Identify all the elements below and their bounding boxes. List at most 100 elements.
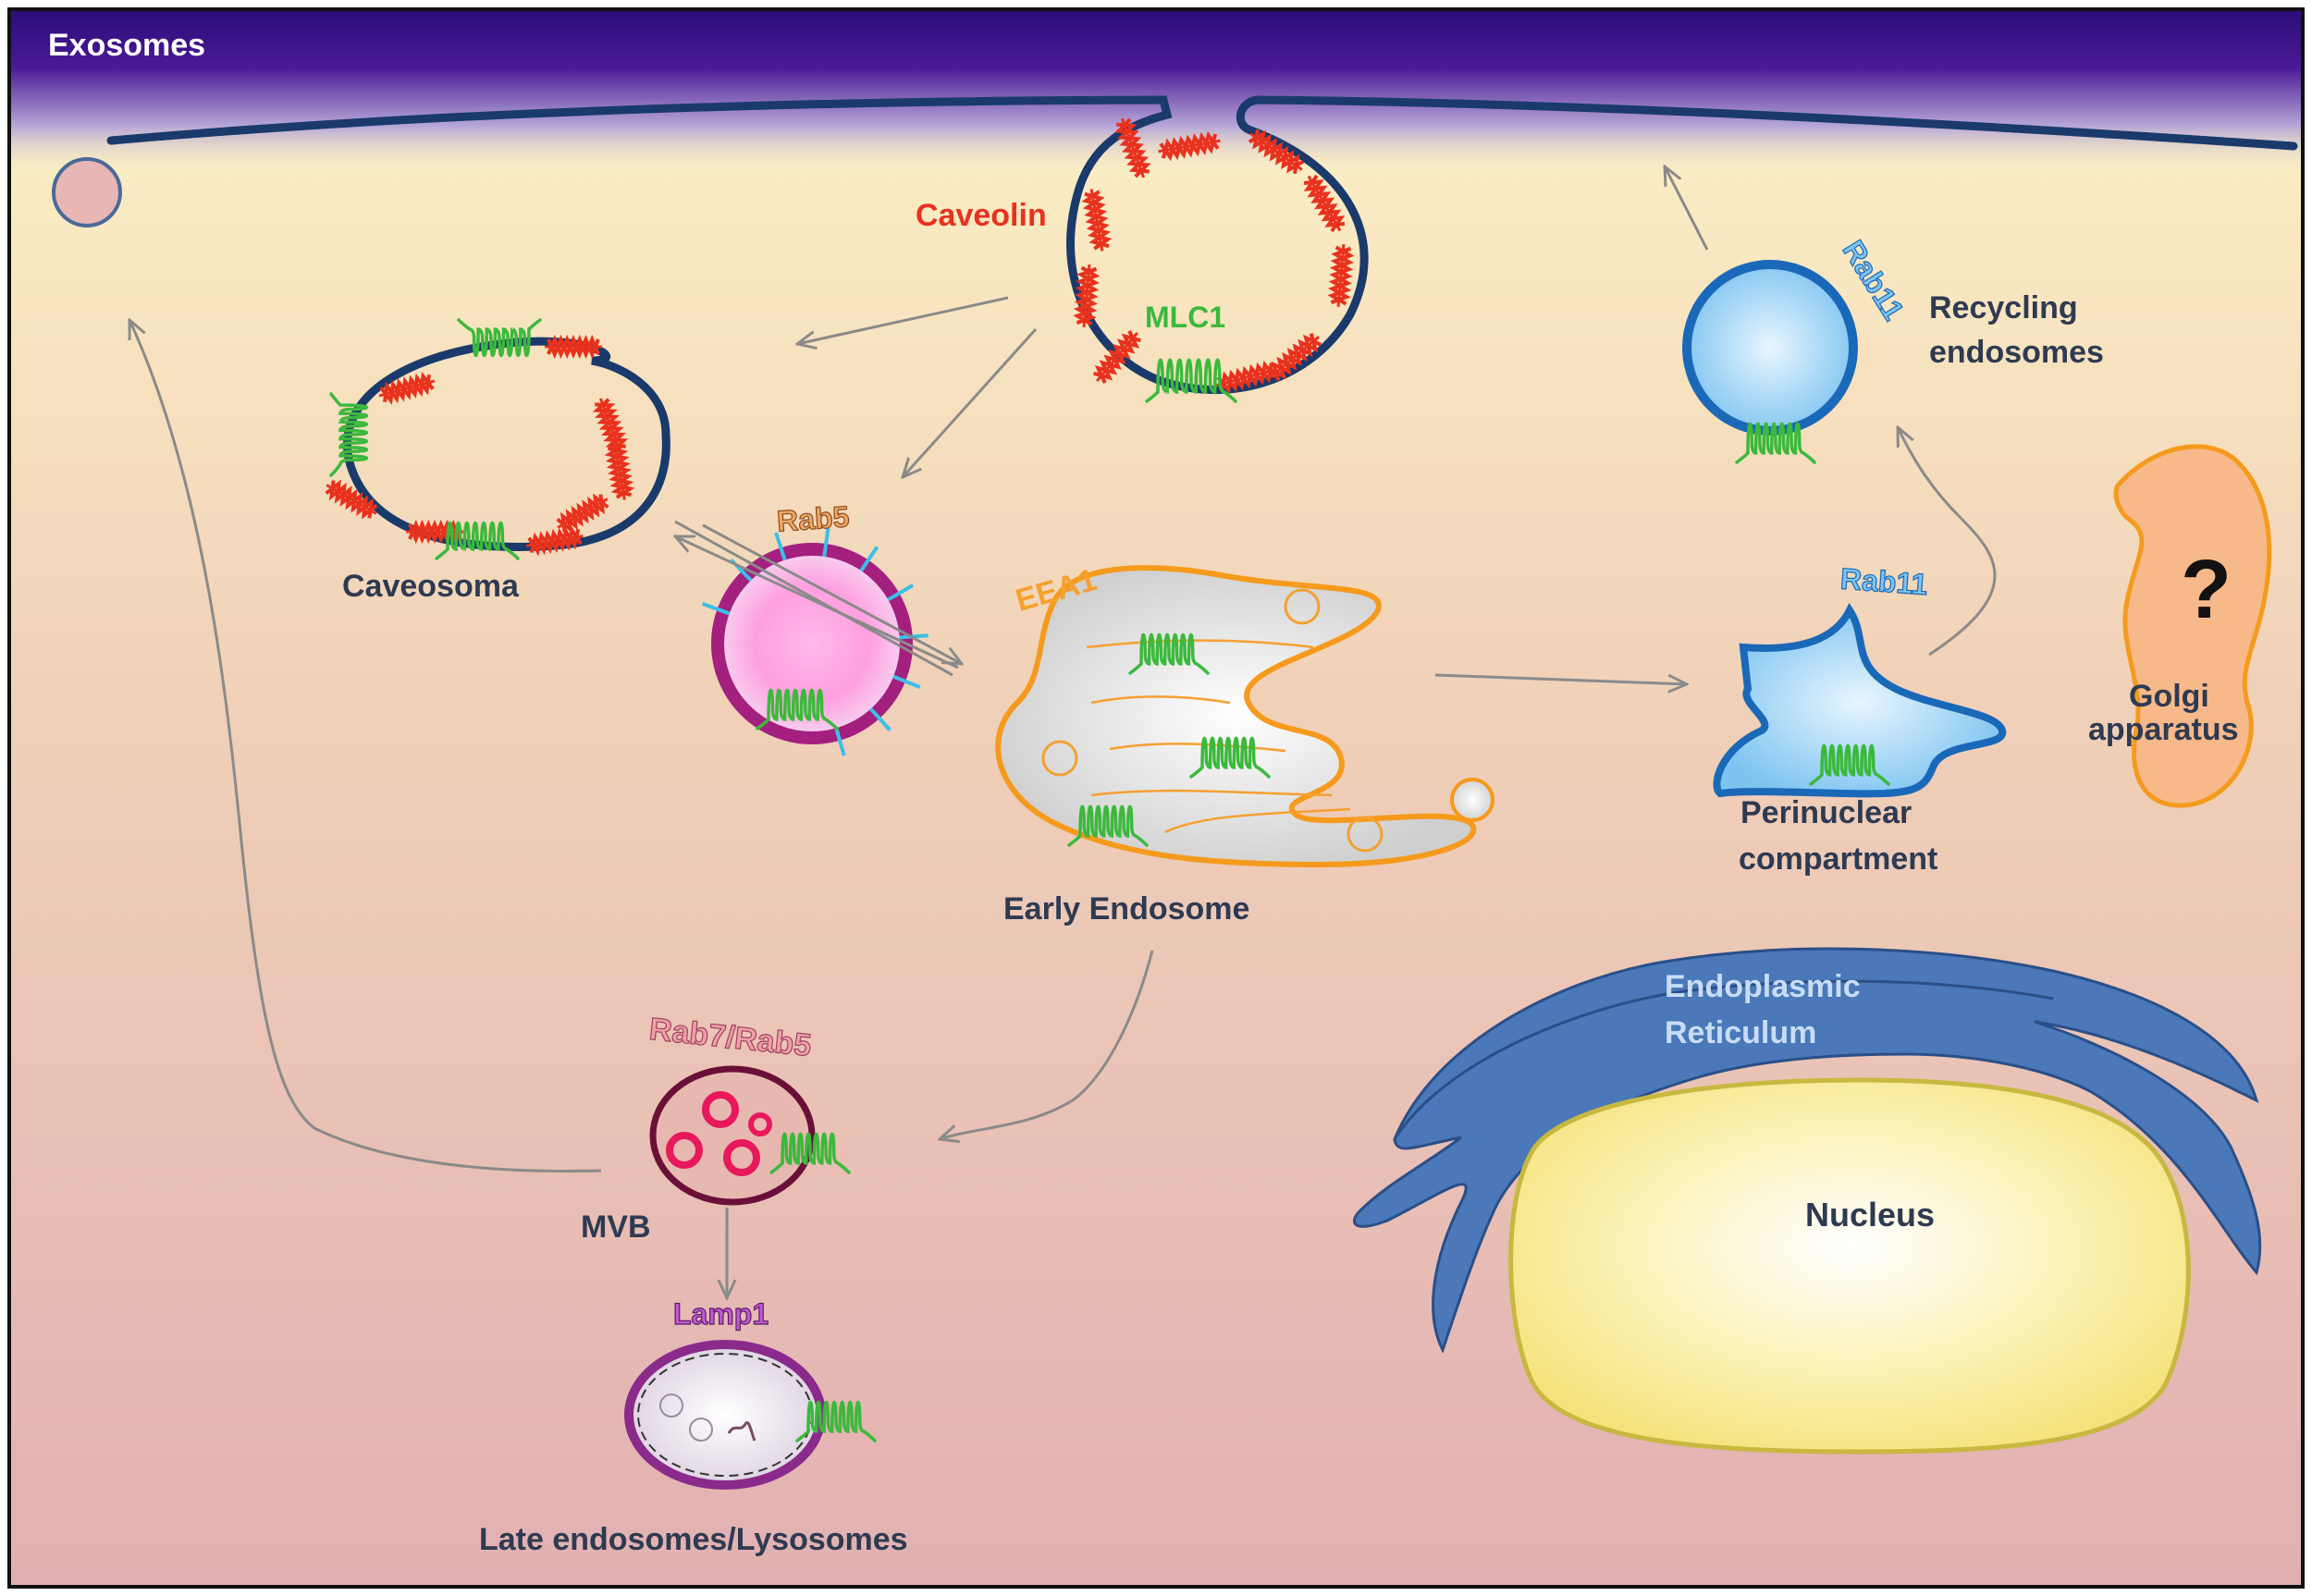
caveolin-mark xyxy=(526,525,584,557)
arrow-invagination-to-rab5 xyxy=(903,327,1038,477)
er-label-line1: Endoplasmic xyxy=(1665,969,1861,1004)
rab5-spike xyxy=(887,583,915,602)
mvb-intraluminal-vesicle-3 xyxy=(723,1139,760,1176)
caveosoma-mlc1-proteins xyxy=(329,318,542,560)
arrow-perinuclear-to-recycling xyxy=(1898,427,1997,657)
er-label-line2: Reticulum xyxy=(1665,1015,1816,1050)
mvb-intraluminal-vesicle-2 xyxy=(666,1132,703,1169)
caveolin-mark xyxy=(1093,330,1141,384)
arrow-mvb-to-exosome-release xyxy=(129,320,602,1172)
mlc1-coil xyxy=(1809,743,1890,786)
nucleus-label: Nucleus xyxy=(1805,1196,1935,1234)
mvb-mlc1-protein xyxy=(769,1132,851,1174)
late-endosomes-label: Late endosomes/Lysosomes xyxy=(479,1522,908,1557)
early-endosome-internal-tubules xyxy=(1086,639,1351,834)
caveolin-mark xyxy=(325,479,378,520)
caveolin-mark xyxy=(378,372,436,405)
mlc1-coil xyxy=(1067,804,1149,847)
lamp1-label: Lamp1 xyxy=(673,1297,769,1331)
arrow-caveosoma-to-early-endosome xyxy=(702,523,962,664)
caveosoma-caveolin-marks xyxy=(325,334,635,557)
frame-border xyxy=(7,7,2305,1589)
rab5-label: Rab5 xyxy=(776,499,851,537)
mvb-intraluminal-vesicle-1 xyxy=(702,1091,739,1128)
mlc1-protein-invagination xyxy=(1145,358,1237,403)
rab5-mlc1-protein xyxy=(756,688,839,730)
caveolin-mark xyxy=(545,334,602,360)
caveolin-mark xyxy=(1081,189,1113,252)
endosome-vesicle-2 xyxy=(1041,740,1078,777)
lysosome-mlc1-protein xyxy=(795,1400,877,1443)
golgi-label-line2: apparatus xyxy=(2088,712,2239,747)
arrow-caveosoma-rab5-forward xyxy=(674,520,953,677)
rab5-spike xyxy=(859,546,879,572)
mvb-intraluminal-vesicle-4 xyxy=(748,1112,772,1136)
nucleus xyxy=(1508,1077,2191,1455)
arrow-rab5-to-caveosoma xyxy=(675,536,959,669)
rab11-perinuclear-label: Rab11 xyxy=(1839,562,1929,601)
early-endosome xyxy=(995,565,1477,868)
endosome-vesicle-3 xyxy=(1347,816,1384,853)
er-upper-sheet xyxy=(1393,979,2054,1140)
mlc1-coil xyxy=(457,318,542,358)
mlc1-label: MLC1 xyxy=(1145,301,1225,334)
caveolin-mark xyxy=(604,443,635,500)
pathway-arrows xyxy=(129,166,1997,1298)
late-endosome-lysosome xyxy=(624,1340,826,1490)
recycling-label-line1: Recycling xyxy=(1929,290,2078,325)
mlc1-coil xyxy=(756,688,839,730)
mlc1-coil xyxy=(795,1400,877,1443)
caveolin-mark xyxy=(1248,129,1305,175)
lysosome-content-3 xyxy=(727,1421,756,1442)
caveolin-mark xyxy=(1114,117,1151,178)
mlc1-coil xyxy=(769,1132,851,1174)
perinuclear-label-line1: Perinuclear xyxy=(1740,795,1912,830)
lysosome-content-2 xyxy=(689,1418,713,1442)
caveolin-mark xyxy=(1158,130,1221,162)
endosome-bud xyxy=(1450,778,1494,822)
recycling-endosome-mlc1-protein xyxy=(1735,422,1816,464)
rab5-spike xyxy=(834,727,846,756)
arrow-early-to-mvb xyxy=(940,950,1154,1139)
mlc1-coil xyxy=(1128,632,1210,675)
early-endosome-mlc1-proteins xyxy=(1067,632,1271,847)
mlc1-coil xyxy=(1145,358,1237,403)
mvb xyxy=(649,1065,816,1206)
caveolin-marks xyxy=(1073,117,1355,395)
recycling-label-line2: endosomes xyxy=(1929,335,2104,370)
caveolin-mark xyxy=(556,493,609,534)
perinuclear-compartment xyxy=(1713,603,2007,798)
arrow-recycling-to-membrane xyxy=(1665,166,1709,251)
caveolin-mark xyxy=(592,398,629,453)
rab5-spike xyxy=(822,527,830,558)
endoplasmic-reticulum xyxy=(1352,947,2262,1354)
perinuclear-mlc1-protein xyxy=(1809,743,1890,786)
caveolin-mark xyxy=(1073,264,1101,328)
mlc1-coil xyxy=(435,521,520,560)
arrow-invagination-to-caveosoma xyxy=(797,296,1009,344)
caveolin-mark xyxy=(1215,360,1278,395)
arrow-early-to-perinuclear xyxy=(1434,673,1687,684)
lysosome-content-1 xyxy=(659,1393,683,1418)
golgi-apparatus xyxy=(2113,444,2272,808)
mvb-label: MVB xyxy=(581,1209,651,1245)
rab5-spike xyxy=(869,707,892,731)
rab5-spike xyxy=(774,532,787,561)
recycling-endosome xyxy=(1682,260,1858,436)
rab5-spike xyxy=(899,633,928,640)
extracellular-space xyxy=(9,9,2303,176)
caveolin-mark xyxy=(1327,243,1355,308)
mlc1-coil xyxy=(1189,736,1271,779)
caveolin-mark xyxy=(1303,174,1346,233)
rab5-spike xyxy=(892,674,921,690)
rab5-spike xyxy=(701,602,731,616)
mlc1-coil xyxy=(329,392,369,477)
mlc1-coil xyxy=(1735,422,1816,464)
caveosoma-label: Caveosoma xyxy=(342,569,520,604)
golgi-label-line1: Golgi xyxy=(2129,679,2209,714)
golgi-question-mark: ? xyxy=(2181,544,2232,636)
perinuclear-label-line2: compartment xyxy=(1739,841,1937,877)
exosomes-label: Exosomes xyxy=(48,28,205,63)
caveolin-label: Caveolin xyxy=(916,198,1047,233)
